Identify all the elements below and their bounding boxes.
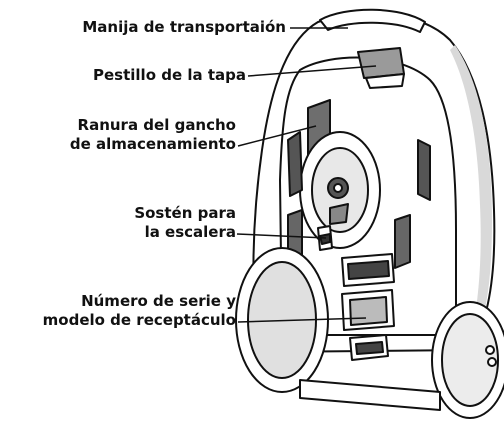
base-edge bbox=[299, 379, 441, 411]
label-hook-slot-line1: Ranura del gancho bbox=[77, 116, 236, 134]
label-hook-slot: Ranura del gancho de almacenamiento bbox=[70, 116, 236, 154]
carry-handle bbox=[319, 8, 426, 33]
label-hook-slot-line2: de almacenamiento bbox=[69, 135, 236, 153]
leader-serial bbox=[237, 317, 367, 323]
label-serial-line2: modelo de receptáculo bbox=[42, 311, 236, 329]
left-grip bbox=[287, 131, 303, 197]
leader-lid-latch bbox=[247, 65, 377, 77]
label-serial-line1: Número de serie y bbox=[81, 292, 236, 310]
label-stair-support: Sostén para la escalera bbox=[134, 204, 236, 242]
label-carry-handle: Manija de transportaión bbox=[82, 18, 286, 36]
label-serial: Número de serie y modelo de receptáculo bbox=[43, 292, 236, 330]
right-grip bbox=[417, 139, 431, 201]
label-stair-support-line2: la escalera bbox=[144, 223, 236, 241]
label-stair-support-line1: Sostén para bbox=[134, 204, 236, 222]
leader-hook-slot bbox=[237, 125, 317, 147]
label-lid-latch: Pestillo de la tapa bbox=[93, 66, 246, 84]
leader-stair-support bbox=[236, 233, 327, 239]
lid-latch-shape bbox=[357, 47, 405, 79]
body-side-shade bbox=[450, 45, 492, 340]
